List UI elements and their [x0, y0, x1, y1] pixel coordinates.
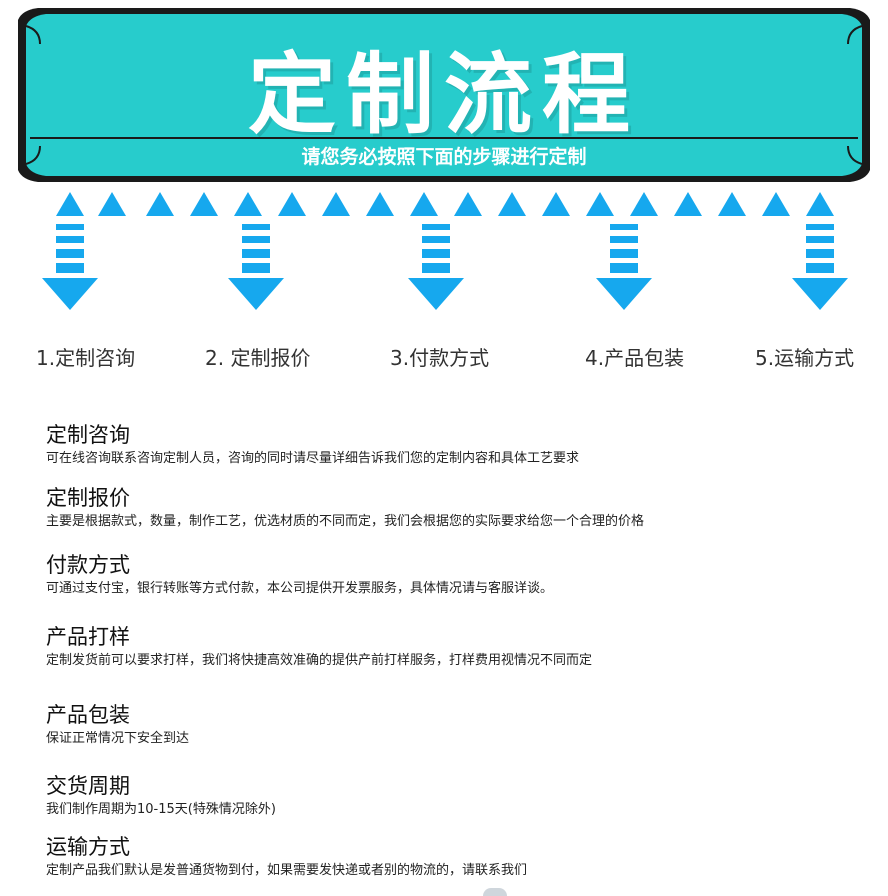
up-triangle-icon — [586, 192, 614, 216]
up-triangle-icon — [410, 192, 438, 216]
up-triangle-icon — [56, 192, 84, 216]
up-triangle-icon — [146, 192, 174, 216]
up-triangle-icon — [674, 192, 702, 216]
up-triangle-icon — [234, 192, 262, 216]
down-arrow-icon — [228, 224, 284, 310]
section-title: 交货周期 — [46, 774, 130, 798]
section-desc: 保证正常情况下安全到达 — [46, 731, 190, 746]
section-title: 付款方式 — [46, 553, 130, 577]
up-triangle-icon — [762, 192, 790, 216]
up-triangle-icon — [542, 192, 570, 216]
page-subtitle: 请您务必按照下面的步骤进行定制 — [301, 146, 587, 168]
step-label-4: 4.产品包装 — [585, 346, 685, 370]
section-desc: 定制产品我们默认是发普通货物到付，如果需要发快递或者别的物流的，请联系我们 — [46, 863, 528, 878]
up-triangle-icon — [806, 192, 834, 216]
down-arrow-icon — [792, 224, 848, 310]
up-triangle-icon — [718, 192, 746, 216]
up-triangle-icon — [322, 192, 350, 216]
up-triangle-icon — [98, 192, 126, 216]
section-payment: 付款方式 可通过支付宝，银行转账等方式付款，本公司提供开发票服务，具体情况请与客… — [46, 552, 866, 598]
section-desc: 我们制作周期为10-15天(特殊情况除外) — [46, 802, 276, 817]
process-arrows — [42, 192, 848, 310]
section-quote: 定制报价 主要是根据款式，数量，制作工艺，优选材质的不同而定，我们会根据您的实际… — [46, 485, 866, 531]
section-delivery-cycle: 交货周期 我们制作周期为10-15天(特殊情况除外) — [46, 773, 866, 819]
section-title: 产品打样 — [46, 625, 130, 649]
page-title: 定制流程 — [247, 43, 640, 146]
section-sample: 产品打样 定制发货前可以要求打样，我们将快捷高效准确的提供产前打样服务，打样费用… — [46, 624, 866, 670]
step-label-1: 1.定制咨询 — [36, 346, 136, 370]
section-title: 定制咨询 — [46, 423, 130, 447]
section-consult: 定制咨询 可在线咨询联系咨询定制人员，咨询的同时请尽量详细告诉我们您的定制内容和… — [46, 422, 866, 468]
section-desc: 定制发货前可以要求打样，我们将快捷高效准确的提供产前打样服务，打样费用视情况不同… — [46, 653, 593, 668]
up-triangle-icon — [630, 192, 658, 216]
step-label-2: 2. 定制报价 — [205, 346, 311, 370]
down-arrow-icon — [408, 224, 464, 310]
up-triangle-icon — [366, 192, 394, 216]
step-label-3: 3.付款方式 — [390, 346, 490, 370]
step-label-5: 5.运输方式 — [755, 346, 855, 370]
section-title: 运输方式 — [46, 835, 130, 859]
down-arrow-icon — [596, 224, 652, 310]
down-arrow-icon — [42, 224, 98, 310]
up-triangle-icon — [278, 192, 306, 216]
section-desc: 可通过支付宝，银行转账等方式付款，本公司提供开发票服务，具体情况请与客服详谈。 — [46, 581, 554, 596]
section-packaging: 产品包装 保证正常情况下安全到达 — [46, 702, 866, 748]
up-triangle-icon — [190, 192, 218, 216]
section-desc: 可在线咨询联系咨询定制人员，咨询的同时请尽量详细告诉我们您的定制内容和具体工艺要… — [46, 451, 580, 466]
title-banner: 定制流程 请您务必按照下面的步骤进行定制 — [0, 0, 888, 190]
up-triangle-icon — [454, 192, 482, 216]
section-shipping: 运输方式 定制产品我们默认是发普通货物到付，如果需要发快递或者别的物流的，请联系… — [46, 834, 866, 880]
scroll-indicator — [483, 888, 507, 896]
up-triangle-icon — [498, 192, 526, 216]
section-desc: 主要是根据款式，数量，制作工艺，优选材质的不同而定，我们会根据您的实际要求给您一… — [46, 514, 645, 529]
section-title: 产品包装 — [46, 703, 130, 727]
banner-frame — [18, 8, 870, 182]
section-title: 定制报价 — [46, 486, 130, 510]
